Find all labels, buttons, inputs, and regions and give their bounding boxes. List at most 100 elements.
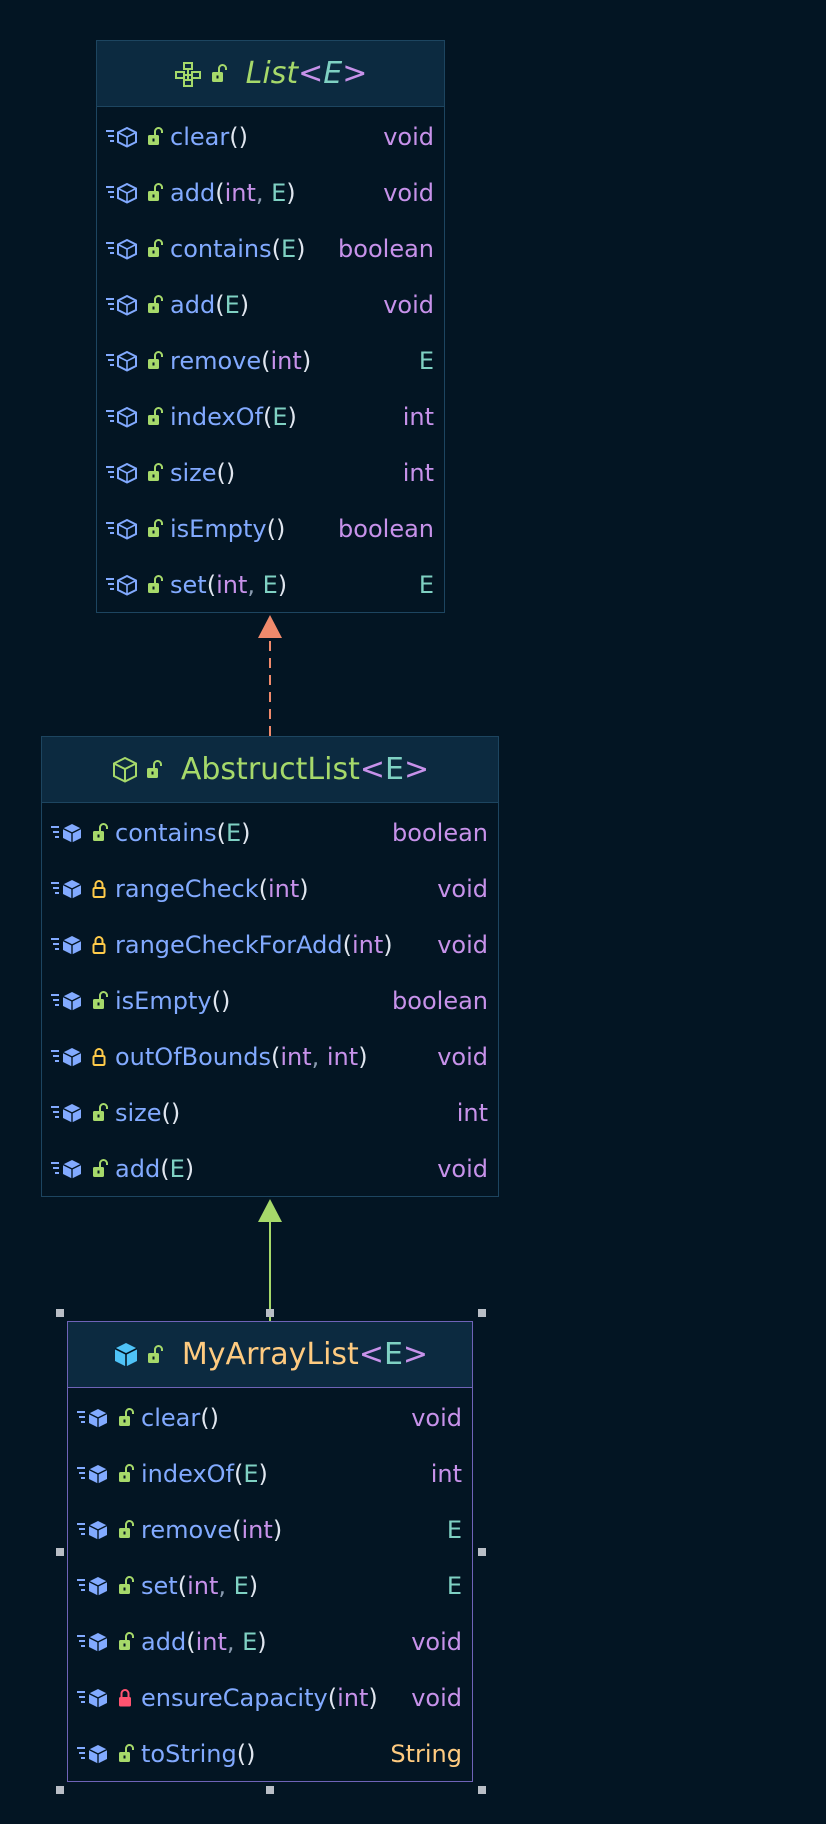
method-row-rangeCheck[interactable]: rangeCheck(int)void (42, 861, 498, 917)
paren-open: ( (177, 1572, 188, 1600)
method-name: remove (170, 347, 262, 375)
param-type: E (169, 1155, 185, 1183)
paren-close: ) (209, 1404, 219, 1432)
public-lock-icon (148, 239, 163, 257)
header-icons (112, 1341, 164, 1369)
resize-handle-middle-right[interactable] (478, 1548, 486, 1556)
paren-close: ) (246, 1740, 256, 1768)
method-name: rangeCheck (115, 875, 259, 903)
method-row-add[interactable]: add(int, E)void (97, 165, 444, 221)
method-row-icons (50, 990, 115, 1012)
method-row-icons (76, 1631, 141, 1653)
inheritance-arrow[interactable] (258, 1199, 282, 1321)
paren-close: ) (272, 1516, 283, 1544)
method-icon (51, 936, 82, 955)
method-icon (77, 1521, 108, 1540)
paren-close: ) (238, 123, 248, 151)
method-row-add[interactable]: add(int, E)void (68, 1614, 472, 1670)
resize-handle-top-center[interactable] (266, 1309, 274, 1317)
method-row-indexOf[interactable]: indexOf(E)int (97, 389, 444, 445)
method-row-toString[interactable]: toString()String (68, 1726, 472, 1782)
return-type: boolean (338, 235, 434, 263)
param-separator: , (226, 1628, 243, 1656)
method-row-clear[interactable]: clear()void (97, 109, 444, 165)
method-row-ensureCapacity[interactable]: ensureCapacity(int)void (68, 1670, 472, 1726)
paren-open: ( (216, 819, 226, 847)
paren-close: ) (257, 1628, 267, 1656)
generic-close-bracket: > (402, 1337, 429, 1372)
method-row-clear[interactable]: clear()void (68, 1390, 472, 1446)
method-row-indexOf[interactable]: indexOf(E)int (68, 1446, 472, 1502)
paren-close: ) (220, 987, 231, 1015)
method-row-contains[interactable]: contains(E)boolean (97, 221, 444, 277)
method-row-isEmpty[interactable]: isEmpty()boolean (42, 973, 498, 1029)
method-row-contains[interactable]: contains(E)boolean (42, 805, 498, 861)
realization-arrow[interactable] (258, 615, 282, 736)
method-row-isEmpty[interactable]: isEmpty()boolean (97, 501, 444, 557)
method-icon (77, 1409, 108, 1428)
return-type: int (402, 459, 434, 487)
param-separator: , (247, 571, 263, 599)
method-signature: clear() (170, 123, 383, 151)
resize-handle-bottom-right[interactable] (478, 1786, 486, 1794)
paren-open: ( (327, 1684, 338, 1712)
method-row-add[interactable]: add(E)void (42, 1141, 498, 1197)
method-row-remove[interactable]: remove(int)E (68, 1502, 472, 1558)
paren-close: ) (383, 931, 393, 959)
paren-close: ) (248, 1572, 259, 1600)
param-type: int (187, 1572, 219, 1600)
method-row-icons (105, 238, 170, 260)
public-lock-icon (148, 351, 163, 369)
paren-open: ( (232, 1516, 242, 1544)
param-type: int (216, 571, 248, 599)
param-type: E (233, 1572, 249, 1600)
class-header[interactable]: AbstructList<E> (42, 737, 498, 803)
method-row-rangeCheckForAdd[interactable]: rangeCheckForAdd(int)void (42, 917, 498, 973)
public-lock-icon (211, 63, 227, 82)
resize-handle-middle-left[interactable] (56, 1548, 64, 1556)
param-separator: , (255, 179, 272, 207)
method-row-remove[interactable]: remove(int)E (97, 333, 444, 389)
return-type: int (430, 1460, 462, 1488)
class-header[interactable]: MyArrayList<E> (68, 1322, 472, 1388)
method-row-icons (50, 878, 115, 900)
paren-open: ( (266, 515, 276, 543)
resize-handle-top-right[interactable] (478, 1309, 486, 1317)
param-separator: , (218, 1572, 234, 1600)
method-icon (51, 1160, 82, 1179)
method-row-size[interactable]: size()int (97, 445, 444, 501)
generic-open-bracket: < (359, 752, 386, 787)
interface-icon (174, 61, 201, 87)
method-row-icons (105, 294, 170, 316)
public-lock-icon (119, 1464, 134, 1482)
generic-close-bracket: > (342, 56, 368, 91)
generic-open-bracket: < (298, 56, 324, 91)
class-header[interactable]: List<E> (97, 41, 444, 107)
method-row-outOfBounds[interactable]: outOfBounds(int, int)void (42, 1029, 498, 1085)
return-type: void (411, 1404, 462, 1432)
public-lock-icon (119, 1632, 134, 1650)
resize-handle-top-left[interactable] (56, 1309, 64, 1317)
method-name: clear (170, 123, 230, 151)
method-signature: rangeCheck(int) (115, 875, 437, 903)
resize-handle-bottom-left[interactable] (56, 1786, 64, 1794)
method-row-icons (105, 462, 170, 484)
header-icons (111, 756, 163, 784)
method-row-set[interactable]: set(int, E)E (68, 1558, 472, 1614)
method-name: remove (141, 1516, 233, 1544)
protected-lock-icon (92, 1048, 106, 1066)
method-signature: contains(E) (115, 819, 392, 847)
method-signature: toString() (141, 1740, 390, 1768)
public-lock-icon (119, 1576, 134, 1594)
method-row-set[interactable]: set(int, E)E (97, 557, 444, 613)
resize-handle-bottom-center[interactable] (266, 1786, 274, 1794)
type-parameter: E (383, 1337, 403, 1372)
public-lock-icon (146, 759, 162, 778)
method-row-add[interactable]: add(E)void (97, 277, 444, 333)
method-row-size[interactable]: size()int (42, 1085, 498, 1141)
